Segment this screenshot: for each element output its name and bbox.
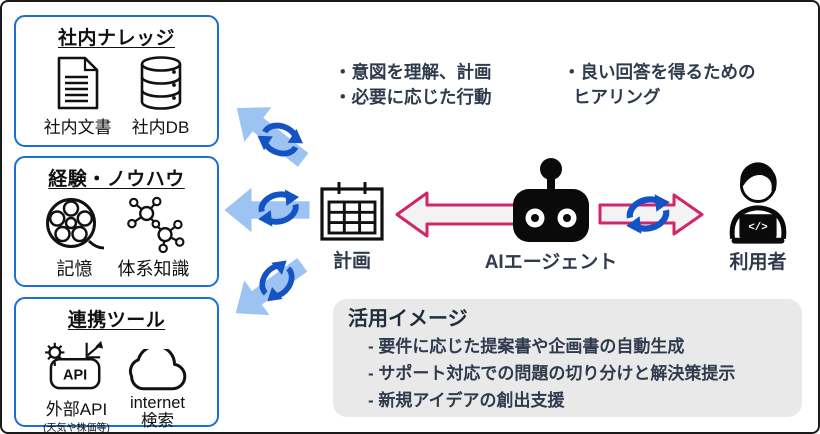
api-box-text: API [63, 367, 87, 383]
agent-note-line: ・必要に応じた行動 [334, 87, 492, 107]
item-label: 記憶 [56, 259, 93, 279]
plan-label: 計画 [332, 251, 371, 272]
sync-arrow-icon [221, 181, 313, 239]
sync-arrow-icon [217, 239, 322, 338]
laptop-code-text: </> [748, 222, 767, 234]
item-label: 外部API [45, 400, 108, 419]
document-icon [57, 56, 98, 110]
film-reel-icon [45, 198, 104, 250]
box-title: 社内ナレッジ [57, 28, 175, 49]
knowledge-box-tools: 連携ツール API 外部API [14, 297, 219, 432]
box-title: 経験・ノウハウ [48, 169, 185, 190]
usage-item: - 要件に応じた提案書や企画書の自動生成 [368, 337, 685, 356]
cloud-icon [128, 349, 186, 391]
person-laptop-icon: </> [729, 162, 787, 244]
user-label: 利用者 [729, 252, 787, 273]
usage-box: 活用イメージ - 要件に応じた提案書や企画書の自動生成 - サポート対応での問題… [333, 299, 802, 417]
database-icon [140, 56, 181, 110]
item-sublabel: (天気や株価等) [43, 423, 110, 434]
arrow-agent-to-plan [395, 191, 525, 238]
robot-icon [513, 158, 589, 242]
sync-arrow-icon [217, 83, 323, 184]
item-memory: 記憶 [44, 196, 106, 281]
item-internal-db: 社内DB [131, 55, 190, 138]
item-external-api: API 外部API (天気や株価等) [41, 337, 113, 434]
agent-label: AIエージェント [484, 252, 618, 273]
knowledge-box-internal: 社内ナレッジ 社内文書 [14, 15, 219, 147]
item-label: 体系知識 [117, 259, 190, 279]
item-internal-docs: 社内文書 [44, 55, 112, 138]
user-note: ・良い回答を得るための ヒアリング [563, 60, 756, 110]
item-label: 社内文書 [43, 118, 112, 137]
agent-note: ・意図を理解、計画 ・必要に応じた行動 [334, 60, 492, 110]
box-title: 連携ツール [67, 310, 166, 331]
item-internet-search: internet 検索 [123, 349, 193, 431]
usage-item: - サポート対応での問題の切り分けと解決策提示 [368, 364, 736, 383]
usage-title: 活用イメージ [348, 308, 468, 330]
calendar-icon [320, 182, 384, 241]
item-label: internet 検索 [129, 394, 186, 431]
usage-item: - 新規アイデアの創出支援 [368, 391, 565, 410]
arrow-agent-to-user [598, 193, 704, 236]
network-icon [126, 196, 184, 253]
sync-icon [617, 187, 679, 241]
user-note-line: ・良い回答を得るための [563, 62, 756, 82]
api-icon: API [44, 340, 103, 390]
item-knowledge: 体系知識 [118, 196, 190, 281]
user-note-line: ヒアリング [573, 87, 661, 107]
knowledge-box-experience: 経験・ノウハウ 記憶 [14, 156, 219, 287]
item-label: 社内DB [131, 118, 190, 137]
agent-note-line: ・意図を理解、計画 [334, 62, 492, 82]
